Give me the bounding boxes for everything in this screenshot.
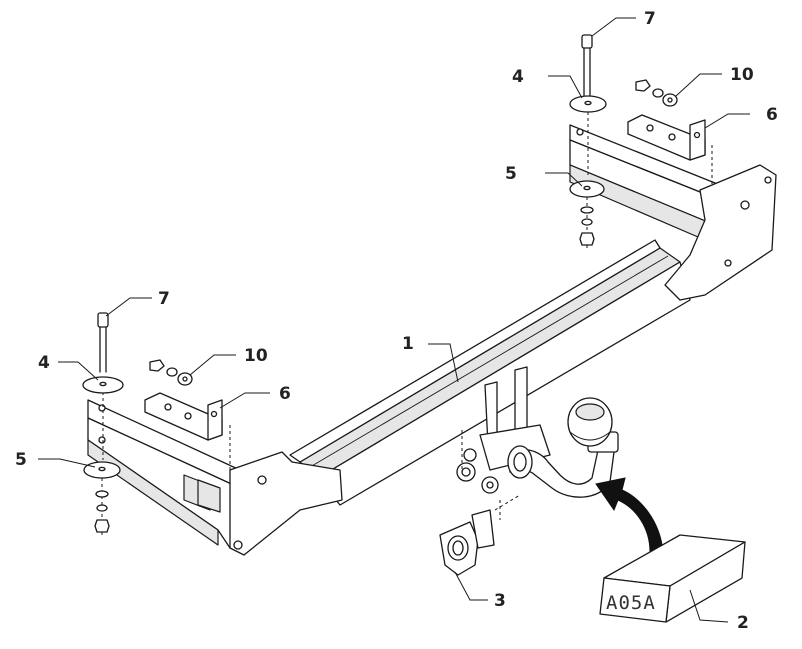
callout-3: 3 — [494, 591, 506, 611]
callout-4-left: 4 — [38, 353, 50, 373]
callout-5-left: 5 — [15, 450, 27, 470]
callout-labels: 1 2 3 4 4 5 5 6 6 7 7 10 10 — [15, 9, 778, 633]
callout-2: 2 — [737, 613, 749, 633]
callout-7-left: 7 — [158, 289, 170, 309]
callout-6-left: 6 — [279, 384, 291, 404]
socket-mounting-plate — [439, 494, 521, 576]
left-hardware — [82, 312, 231, 535]
callout-6-right: 6 — [766, 105, 778, 125]
curved-arrow-icon — [595, 477, 664, 553]
callout-7-right: 7 — [644, 9, 656, 29]
callout-4-right: 4 — [512, 67, 524, 87]
callout-5-right: 5 — [505, 164, 517, 184]
tow-ball-assembly — [456, 366, 619, 520]
kit-box: A05A — [599, 534, 746, 623]
callout-10-right: 10 — [730, 65, 754, 85]
right-side-bracket — [569, 124, 777, 301]
callout-10-left: 10 — [244, 346, 268, 366]
main-cross-beam — [289, 239, 691, 506]
leader-lines — [38, 17, 750, 623]
callout-1: 1 — [402, 334, 414, 354]
left-side-bracket — [87, 399, 343, 556]
kit-box-label: A05A — [606, 592, 656, 614]
right-hardware — [569, 34, 713, 250]
